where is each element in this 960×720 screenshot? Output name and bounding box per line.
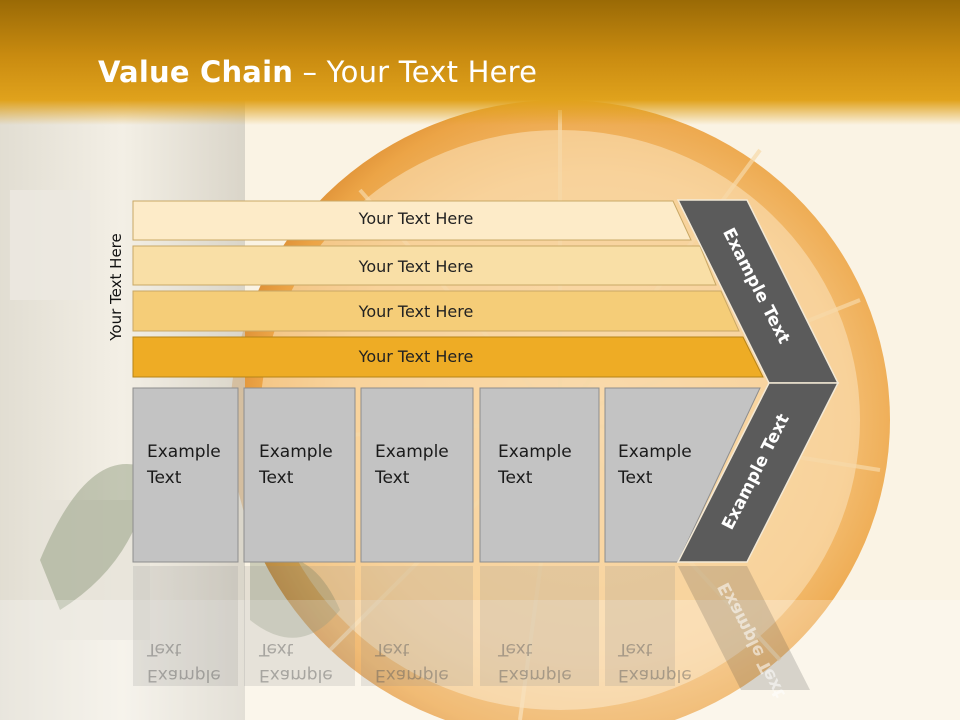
reflection-text-5-line2: Text <box>618 639 653 659</box>
activity-box-2-line1: Example <box>259 442 333 462</box>
support-bar-3-label: Your Text Here <box>358 302 474 321</box>
reflection-text-3: Example Text <box>375 636 449 688</box>
activity-box-1-line2: Text <box>147 468 182 488</box>
support-bar-2 <box>132 245 717 286</box>
activity-box-2-line2: Text <box>259 468 294 488</box>
title-bar <box>0 0 960 125</box>
support-bar-4-label: Your Text Here <box>358 347 474 366</box>
support-bar-2-label: Your Text Here <box>358 257 474 276</box>
reflection-text-4: Example Text <box>498 636 572 688</box>
support-bar-4 <box>132 336 764 378</box>
reflection-text-3-line1: Example <box>375 665 449 685</box>
support-bar-3 <box>132 290 740 332</box>
support-bar-1-label: Your Text Here <box>358 209 474 228</box>
activity-box-1 <box>132 387 239 563</box>
margin-chevron-lower <box>676 382 840 563</box>
reflection-text-3-line2: Text <box>375 639 410 659</box>
activity-box-3 <box>360 387 474 563</box>
activity-box-5-line1: Example <box>618 442 692 462</box>
slide-title: Value Chain – Your Text Here <box>98 55 537 89</box>
reflection-text-1-line2: Text <box>147 639 182 659</box>
activity-box-1-line1: Example <box>147 442 221 462</box>
side-label: Your Text Here <box>107 233 125 341</box>
reflection-text-1-line1: Example <box>147 665 221 685</box>
reflection <box>133 566 810 690</box>
reflection-text-4-line2: Text <box>498 639 533 659</box>
activity-box-4 <box>479 387 600 563</box>
reflection-text-5: Example Text <box>618 636 692 688</box>
reflection-text-2-line1: Example <box>259 665 333 685</box>
title-bold: Value Chain <box>98 55 294 89</box>
activity-box-2 <box>243 387 356 563</box>
activity-box-4-line2: Text <box>498 468 533 488</box>
reflection-text-5-line1: Example <box>618 665 692 685</box>
reflection-text-2: Example Text <box>259 636 333 688</box>
activity-box-5-line2: Text <box>618 468 653 488</box>
reflection-text-4-line1: Example <box>498 665 572 685</box>
reflection-text-2-line2: Text <box>259 639 294 659</box>
activity-box-3-line1: Example <box>375 442 449 462</box>
support-bar-1 <box>132 200 692 241</box>
reflection-text-1: Example Text <box>147 636 221 688</box>
title-rest: – Your Text Here <box>293 55 538 89</box>
activity-box-4-line1: Example <box>498 442 572 462</box>
activity-box-3-line2: Text <box>375 468 410 488</box>
